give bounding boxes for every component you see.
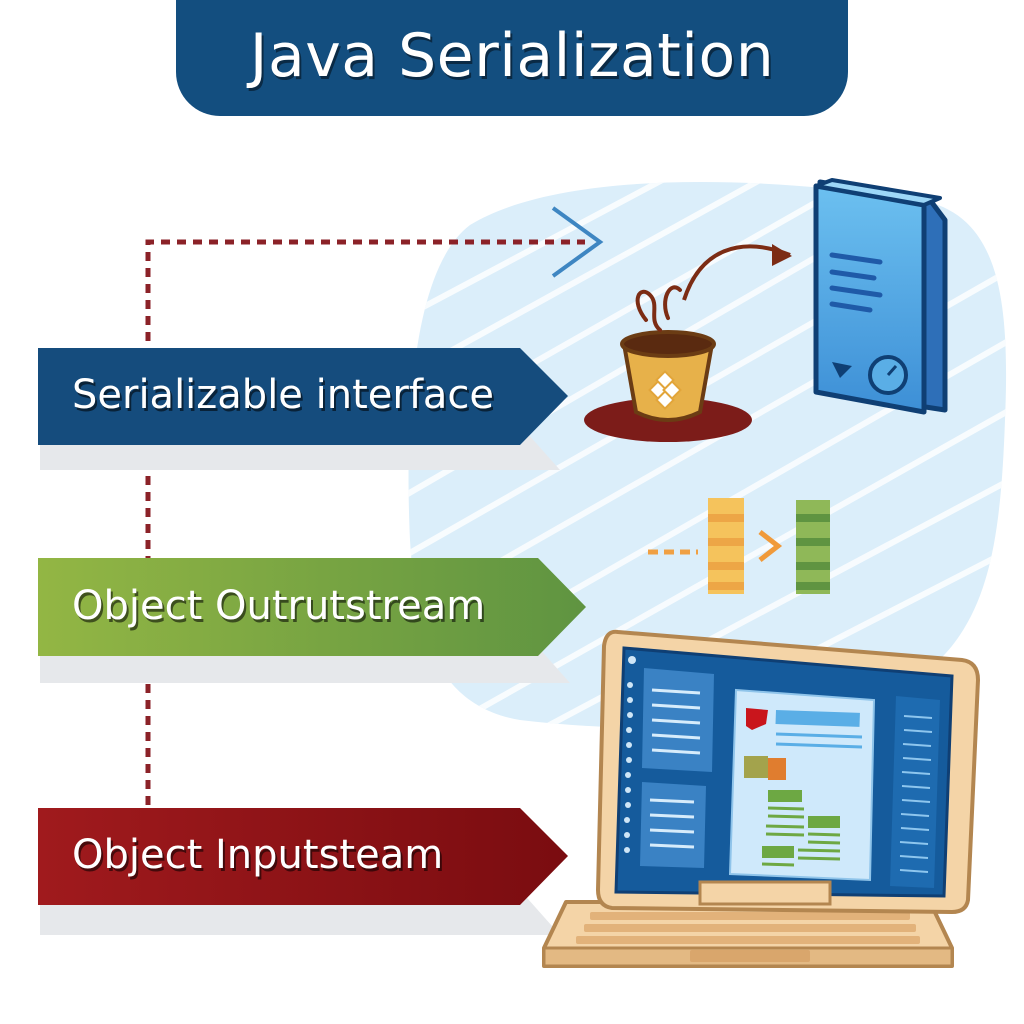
data-blocks-icon [648,498,830,594]
page-title: Java Serialization [249,21,775,91]
arrow-head-icon [551,206,604,278]
step-arrow-inputstream [38,808,568,905]
step-arrow-outputstream [38,558,586,656]
laptop-icon [542,629,981,968]
step-label-serializable: Serializable interface [72,372,495,418]
flow-connector [145,239,585,805]
coffee-cup-icon [584,244,792,442]
step-label-outputstream: Object Outrutstream [72,583,486,629]
step-arrow-serializable [38,348,568,445]
file-document-icon [813,178,948,415]
title-banner: Java Serialization [176,0,848,116]
step-label-inputstream: Object Inputsteam [72,832,444,878]
